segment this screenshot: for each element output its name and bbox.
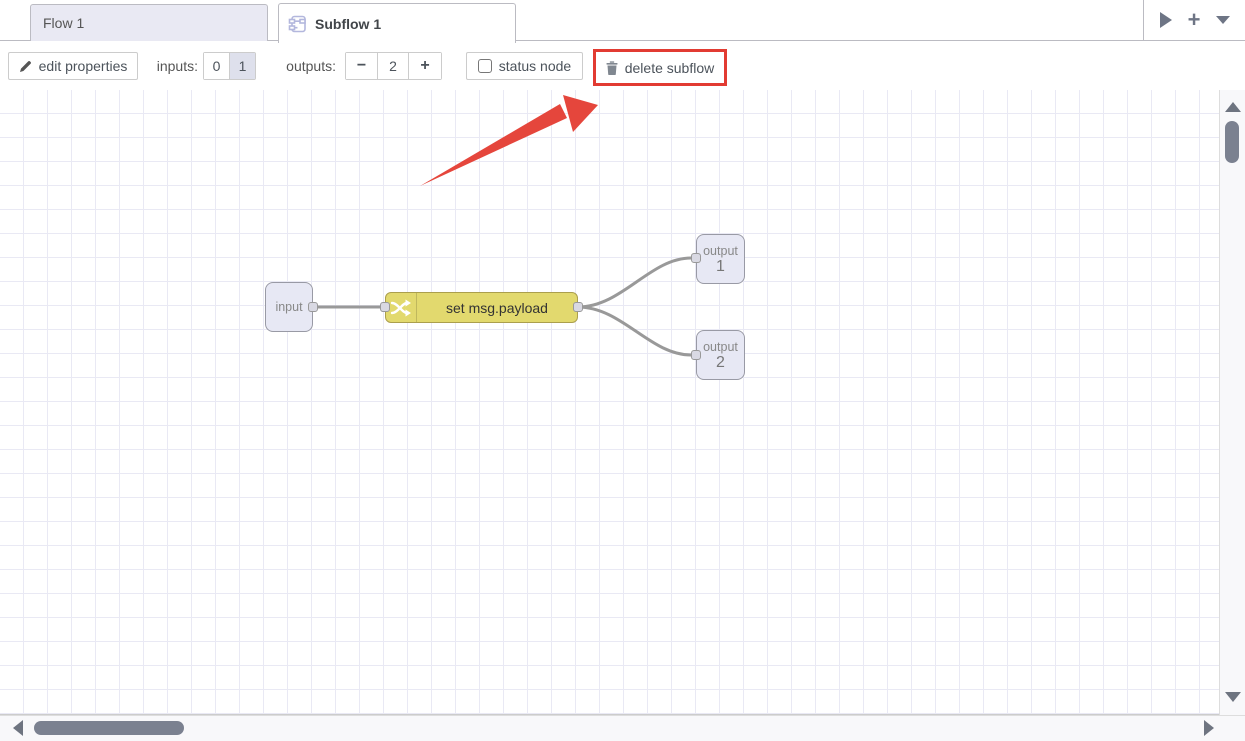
scroll-up-icon[interactable] bbox=[1225, 102, 1241, 112]
add-flow-icon[interactable]: + bbox=[1187, 7, 1201, 32]
port-output2-in[interactable] bbox=[691, 350, 701, 360]
outputs-increase-button[interactable]: + bbox=[409, 53, 441, 79]
scroll-right-icon[interactable] bbox=[1204, 720, 1214, 736]
node-change-label: set msg.payload bbox=[446, 299, 548, 316]
vertical-scroll-thumb[interactable] bbox=[1225, 121, 1239, 163]
node-subflow-output-2[interactable]: output 2 bbox=[696, 330, 745, 380]
red-arrow-annotation bbox=[420, 95, 598, 186]
next-tab-icon[interactable] bbox=[1159, 12, 1172, 28]
status-node-button[interactable]: status node bbox=[466, 52, 583, 80]
horizontal-scroll-thumb[interactable] bbox=[34, 721, 184, 735]
status-node-checkbox[interactable] bbox=[477, 59, 492, 73]
flow-list-icon[interactable] bbox=[1216, 16, 1231, 24]
inputs-option-0[interactable]: 0 bbox=[204, 53, 230, 79]
tab-subflow-1-label: Subflow 1 bbox=[315, 15, 382, 32]
node-output2-label: output bbox=[703, 340, 738, 354]
outputs-control-group: − 2 + bbox=[345, 52, 442, 80]
trash-icon bbox=[606, 60, 618, 75]
node-subflow-input[interactable]: input bbox=[265, 282, 313, 332]
node-change[interactable]: set msg.payload bbox=[385, 292, 578, 323]
node-subflow-input-label: input bbox=[275, 299, 303, 314]
inputs-option-1[interactable]: 1 bbox=[230, 53, 255, 79]
node-output2-number: 2 bbox=[716, 354, 725, 371]
subflow-toolbar: edit properties inputs: 0 1 outputs: − 2… bbox=[0, 42, 1245, 90]
tab-subflow-1[interactable]: Subflow 1 bbox=[278, 3, 516, 43]
shuffle-icon bbox=[386, 293, 417, 322]
flow-tab-bar: Flow 1 Subflow 1 + bbox=[0, 0, 1245, 43]
delete-subflow-label: delete subflow bbox=[624, 59, 715, 76]
node-subflow-output-1[interactable]: output 1 bbox=[696, 234, 745, 284]
wire-change-to-output2[interactable] bbox=[576, 305, 693, 357]
horizontal-scrollbar[interactable] bbox=[0, 715, 1245, 741]
status-node-label: status node bbox=[498, 58, 572, 74]
outputs-decrease-button[interactable]: − bbox=[346, 53, 378, 79]
port-output1-in[interactable] bbox=[691, 253, 701, 263]
inputs-label: inputs: bbox=[156, 58, 198, 74]
vertical-scrollbar[interactable] bbox=[1219, 90, 1245, 715]
edit-properties-label: edit properties bbox=[38, 58, 128, 74]
subflow-icon bbox=[288, 14, 308, 34]
tab-bar-controls: + bbox=[1143, 0, 1245, 40]
node-output1-label: output bbox=[703, 244, 738, 258]
wire-change-to-output1[interactable] bbox=[576, 256, 693, 309]
scroll-down-icon[interactable] bbox=[1225, 692, 1241, 702]
port-input-out[interactable] bbox=[308, 302, 318, 312]
tab-flow-1-label: Flow 1 bbox=[43, 15, 85, 31]
tab-flow-1[interactable]: Flow 1 bbox=[30, 4, 268, 41]
flow-canvas[interactable]: input set msg.payload output 1 o bbox=[0, 90, 1219, 715]
edit-properties-button[interactable]: edit properties bbox=[8, 52, 138, 80]
outputs-label: outputs: bbox=[286, 58, 336, 74]
port-change-out[interactable] bbox=[573, 302, 583, 312]
scroll-left-icon[interactable] bbox=[13, 720, 23, 736]
port-change-in[interactable] bbox=[380, 302, 390, 312]
wires-layer bbox=[311, 95, 693, 357]
delete-subflow-button[interactable]: delete subflow bbox=[593, 49, 727, 86]
pencil-icon bbox=[19, 60, 32, 73]
inputs-toggle-group: 0 1 bbox=[203, 52, 256, 80]
node-output1-number: 1 bbox=[716, 258, 725, 275]
outputs-count-value[interactable]: 2 bbox=[378, 53, 409, 79]
